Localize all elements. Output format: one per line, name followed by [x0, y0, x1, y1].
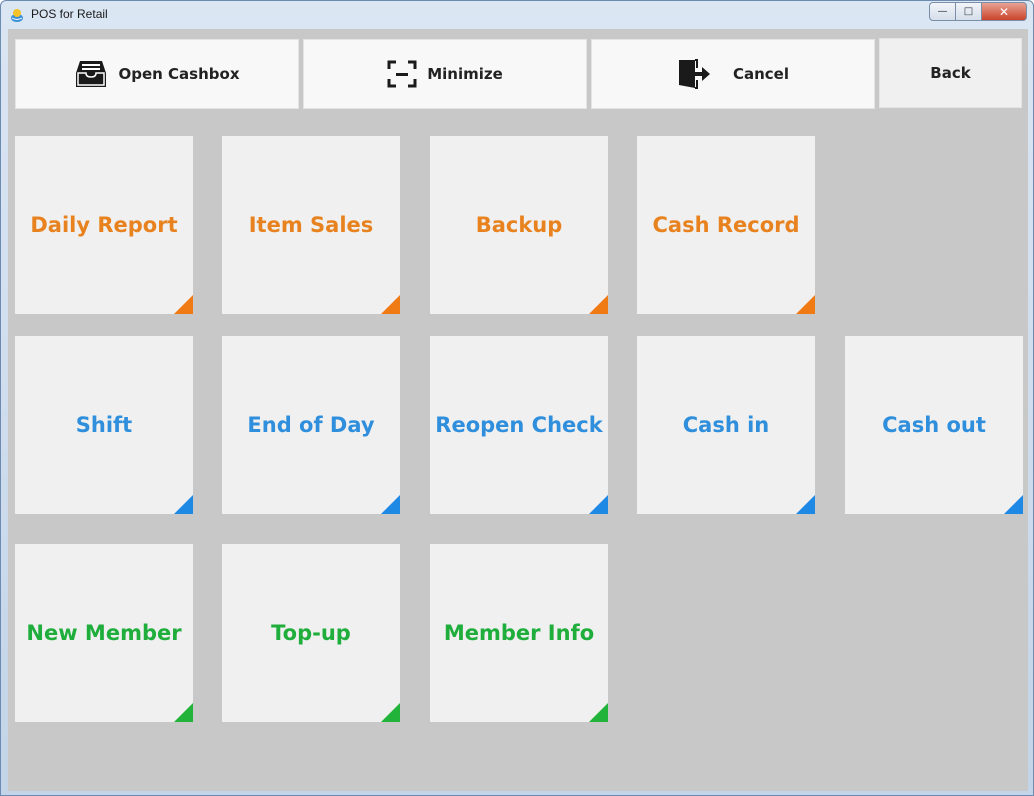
app-icon [9, 7, 25, 23]
window-title: POS for Retail [31, 7, 108, 21]
open-cashbox-label: Open Cashbox [118, 65, 240, 83]
corner-marker [796, 295, 815, 314]
tile-daily-report[interactable]: Daily Report [15, 136, 193, 314]
tile-label: Cash out [882, 413, 986, 437]
corner-marker [381, 295, 400, 314]
tile-label: Daily Report [30, 213, 178, 237]
cancel-label: Cancel [732, 65, 789, 83]
tile-cash-in[interactable]: Cash in [637, 336, 815, 514]
window-controls: — □ ✕ [929, 2, 1027, 21]
corner-marker [174, 703, 193, 722]
title-bar[interactable]: POS for Retail — □ ✕ [1, 1, 1033, 29]
minimize-icon: — [937, 6, 948, 17]
tile-reopen-check[interactable]: Reopen Check [430, 336, 608, 514]
tile-cash-record[interactable]: Cash Record [637, 136, 815, 314]
back-label: Back [930, 64, 971, 82]
tile-label: Item Sales [248, 213, 374, 237]
tile-label: Member Info [443, 621, 595, 645]
tile-new-member[interactable]: New Member [15, 544, 193, 722]
main-panel: Open Cashbox Minimize [8, 29, 1028, 791]
minimize-button[interactable]: Minimize [303, 39, 587, 109]
tile-backup[interactable]: Backup [430, 136, 608, 314]
minimize-window-button[interactable]: — [929, 2, 956, 21]
tile-member-info[interactable]: Member Info [430, 544, 608, 722]
exit-door-icon [677, 58, 711, 90]
tile-label: Backup [475, 213, 563, 237]
corner-marker [174, 495, 193, 514]
maximize-window-button[interactable]: □ [956, 2, 982, 21]
corner-marker [381, 495, 400, 514]
tile-label: Top-up [271, 621, 351, 645]
minimize-frame-icon [387, 60, 417, 88]
minimize-label: Minimize [427, 65, 503, 83]
corner-marker [1004, 495, 1023, 514]
corner-marker [589, 703, 608, 722]
corner-marker [174, 295, 193, 314]
tile-label: Cash Record [652, 213, 800, 237]
maximize-icon: □ [963, 6, 974, 17]
corner-marker [796, 495, 815, 514]
tile-top-up[interactable]: Top-up [222, 544, 400, 722]
tile-label: Reopen Check [435, 413, 603, 437]
tile-label: End of Day [247, 413, 375, 437]
close-window-button[interactable]: ✕ [982, 2, 1027, 21]
open-cashbox-button[interactable]: Open Cashbox [15, 39, 299, 109]
tile-end-of-day[interactable]: End of Day [222, 336, 400, 514]
tile-cash-out[interactable]: Cash out [845, 336, 1023, 514]
tile-item-sales[interactable]: Item Sales [222, 136, 400, 314]
close-icon: ✕ [998, 4, 1010, 19]
tile-label: Shift [75, 413, 133, 437]
tile-label: Cash in [682, 413, 770, 437]
corner-marker [589, 295, 608, 314]
back-button[interactable]: Back [879, 38, 1022, 108]
tile-shift[interactable]: Shift [15, 336, 193, 514]
cancel-button[interactable]: Cancel [591, 39, 875, 109]
corner-marker [589, 495, 608, 514]
corner-marker [381, 703, 400, 722]
cash-drawer-icon [74, 59, 108, 89]
tile-label: New Member [26, 621, 182, 645]
